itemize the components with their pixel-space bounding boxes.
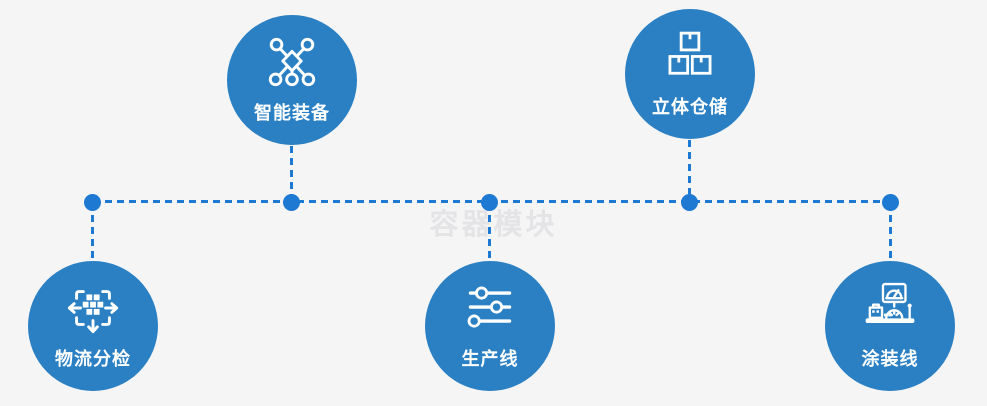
vertical-connector-painting-line — [889, 203, 892, 261]
node-smart-equipment: 智能装备 — [227, 15, 357, 145]
junction-dot — [681, 194, 698, 211]
network-nodes-icon — [260, 32, 324, 92]
node-logistics-sorting: 物流分检 — [28, 261, 158, 391]
junction-dot — [84, 194, 101, 211]
sliders-icon — [458, 278, 522, 338]
watermark-text: 容器模块 — [429, 209, 558, 241]
node-warehouse: 立体仓储 — [625, 9, 755, 139]
vertical-connector-smart-equipment — [290, 146, 293, 202]
node-painting-line: 涂装线 — [825, 261, 955, 391]
node-label: 立体仓储 — [652, 97, 728, 117]
vertical-connector-warehouse — [688, 140, 691, 202]
vertical-connector-production-line — [488, 203, 491, 261]
junction-dot — [481, 194, 498, 211]
machine-console-icon — [858, 278, 922, 338]
node-label: 物流分检 — [55, 349, 131, 369]
stacked-boxes-icon — [658, 26, 722, 86]
node-label: 智能装备 — [254, 103, 330, 123]
junction-dot — [882, 194, 899, 211]
vertical-connector-sorting — [91, 203, 94, 261]
junction-dot — [283, 194, 300, 211]
sorting-move-icon — [61, 278, 125, 338]
node-label: 涂装线 — [861, 349, 919, 369]
node-production-line: 生产线 — [425, 261, 555, 391]
node-label: 生产线 — [461, 349, 519, 369]
